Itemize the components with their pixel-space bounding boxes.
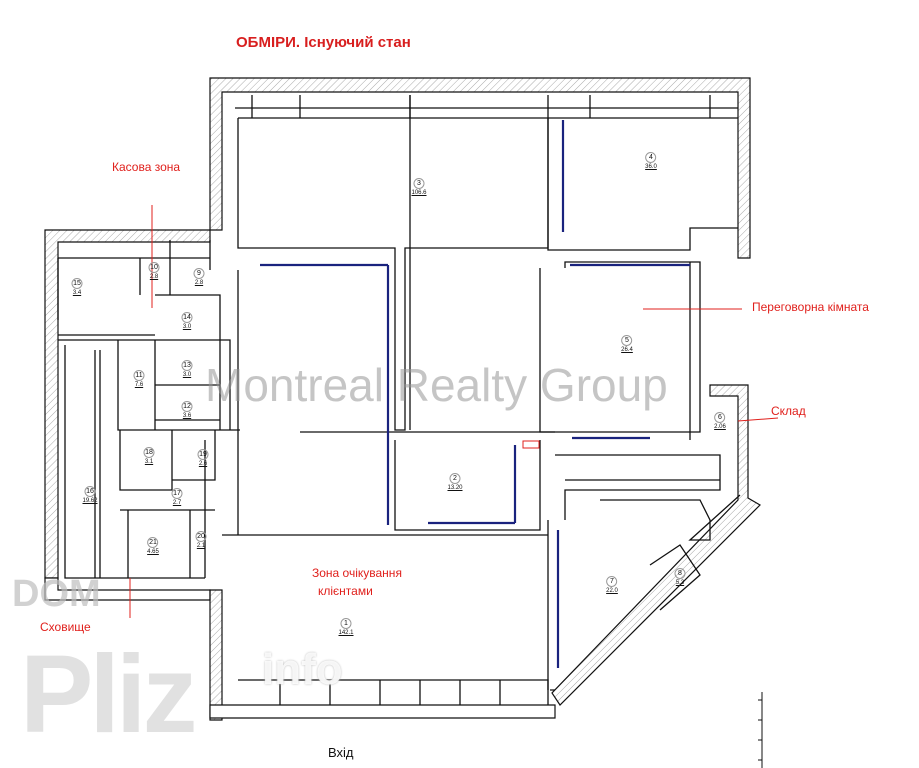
room-area: 3.0 (182, 324, 192, 330)
room-area: 22.0 (606, 588, 618, 594)
room-area: 2.1 (196, 543, 206, 549)
room-number: 4 (645, 152, 657, 163)
room-area: 5.3 (675, 580, 685, 586)
room-area: 19.62 (82, 498, 98, 504)
room-number: 15 (71, 278, 83, 289)
label-vault: Сховище (40, 620, 91, 634)
exterior-walls (44, 77, 761, 721)
room-number: 21 (147, 537, 159, 548)
room-number: 17 (171, 488, 183, 499)
room-area: 2.8 (149, 274, 159, 280)
room-area: 4.65 (147, 549, 159, 555)
room-area: 2.8 (194, 280, 204, 286)
new-partitions (260, 120, 690, 668)
label-waiting-zone-2: клієнтами (318, 584, 373, 598)
annotation-leaders (129, 205, 779, 618)
room-area: 2.6 (198, 461, 208, 467)
room-area: 2.7 (172, 500, 182, 506)
room-number: 5 (621, 335, 633, 346)
room-number: 12 (181, 401, 193, 412)
room-number: 6 (714, 412, 726, 423)
label-waiting-zone-1: Зона очікування (312, 566, 402, 580)
label-meeting-room: Переговорна кімната (752, 300, 869, 314)
room-number: 16 (84, 486, 96, 497)
room-number: 9 (193, 268, 205, 279)
label-cash-zone: Касова зона (112, 160, 181, 174)
room-number: 3 (413, 178, 425, 189)
label-entrance: Вхід (328, 745, 354, 760)
watermark-site-top: DOM (12, 573, 101, 615)
room-number: 7 (606, 576, 618, 587)
interior-walls (57, 95, 741, 705)
room-number: 11 (133, 370, 145, 381)
room-number: 8 (674, 568, 686, 579)
watermark-site-suffix: info (262, 645, 343, 694)
room-number: 13 (181, 360, 193, 371)
plan-title: ОБМІРИ. Існуючий стан (236, 34, 411, 51)
room-number: 1 (340, 618, 352, 629)
room-area: 26.4 (621, 347, 633, 353)
room-number: 14 (181, 312, 193, 323)
room-area: 7.6 (134, 382, 144, 388)
room-area: 2.06 (714, 424, 726, 430)
label-storage: Склад (771, 404, 806, 418)
watermark-site-main: Pliz (20, 633, 197, 756)
scale-ruler (758, 692, 763, 768)
room-area: 106.6 (411, 190, 427, 196)
room-area: 3.4 (72, 290, 82, 296)
room-area: 13.20 (447, 485, 463, 491)
room-number: 18 (143, 447, 155, 458)
room-number: 19 (197, 449, 209, 460)
room-area: 142.1 (338, 630, 354, 636)
room-number: 2 (449, 473, 461, 484)
room-number: 20 (195, 531, 207, 542)
room-number: 10 (148, 262, 160, 273)
room-area: 36.0 (645, 164, 657, 170)
room-area: 3.6 (182, 413, 192, 419)
room-area: 3.1 (144, 459, 154, 465)
watermark-agency: Montreal Realty Group (205, 359, 668, 411)
room-area: 3.0 (182, 372, 192, 378)
